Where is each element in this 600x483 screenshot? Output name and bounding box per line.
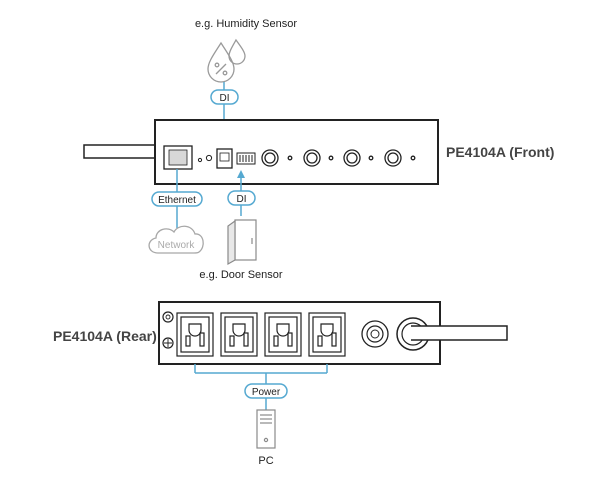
power-cord [411, 325, 508, 341]
power-tag-label: Power [252, 387, 281, 398]
front-outlet-knob-4 [384, 149, 402, 167]
circuit-breaker [361, 320, 389, 348]
outlet-icon [264, 312, 302, 357]
front-led-5 [410, 155, 416, 161]
front-chassis [154, 119, 439, 185]
pc-label: PC [258, 455, 273, 467]
di-tag-bottom-label: DI [237, 194, 247, 205]
outlet-icon [308, 312, 346, 357]
front-led-2 [287, 155, 293, 161]
ground-screw-cross [164, 339, 172, 347]
front-outlet-knob-3 [343, 149, 361, 167]
di-port-socket [219, 152, 230, 162]
door-sensor-icon [227, 219, 257, 266]
rear-screw-top [162, 311, 174, 323]
front-led-3 [328, 155, 334, 161]
di-tag-top-label: DI [220, 93, 230, 104]
rear-chassis [158, 301, 441, 365]
front-reset-button [205, 154, 213, 162]
door-sensor-label: e.g. Door Sensor [199, 269, 282, 281]
cloud-icon [148, 225, 204, 254]
power-bracket [194, 364, 328, 384]
front-outlet-knob-2-inner [306, 152, 318, 164]
rear-device-label: PE4104A (Rear) [53, 328, 157, 344]
network-label: Network [158, 240, 196, 251]
front-outlet-knob-2 [303, 149, 321, 167]
ground-screw [162, 337, 174, 349]
device-front [83, 119, 439, 185]
outlet-icon [176, 312, 214, 357]
dip-switch-teeth [239, 155, 253, 162]
di-arrow-bottom [237, 170, 245, 178]
outlet-icon [220, 312, 258, 357]
front-outlet-knob-1-inner [264, 152, 276, 164]
humidity-sensor-icon [207, 38, 246, 83]
circuit-breaker-core [370, 329, 380, 339]
front-led-1 [197, 157, 203, 163]
front-outlet-knob-1 [261, 149, 279, 167]
ethernet-tag-label: Ethernet [158, 195, 196, 206]
front-device-label: PE4104A (Front) [446, 144, 554, 160]
front-mount-bar [83, 144, 157, 159]
pc-tower-icon [256, 409, 276, 449]
front-outlet-knob-3-inner [346, 152, 358, 164]
humidity-sensor-label: e.g. Humidity Sensor [195, 18, 297, 30]
circuit-breaker-inner [366, 325, 384, 343]
device-rear [158, 301, 508, 365]
front-outlet-knob-4-inner [387, 152, 399, 164]
rear-screw-top-inner [165, 314, 171, 320]
front-led-4 [368, 155, 374, 161]
ethernet-port-socket [168, 149, 188, 166]
